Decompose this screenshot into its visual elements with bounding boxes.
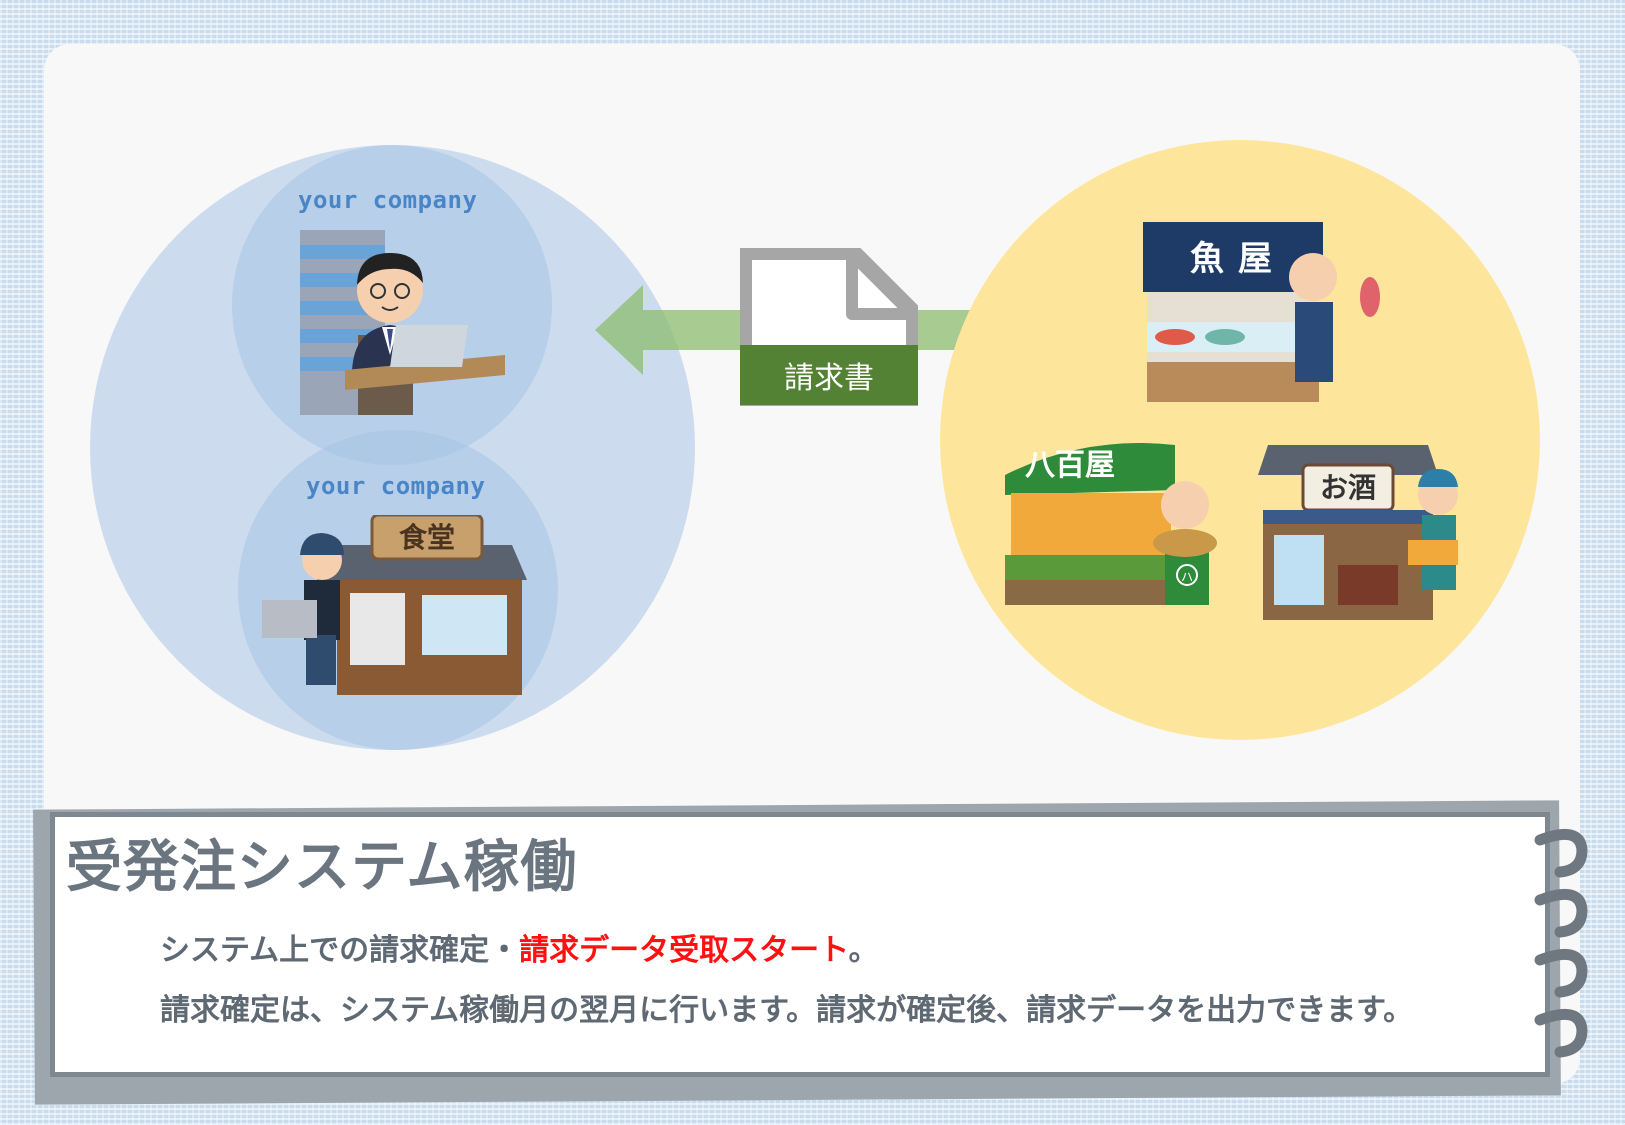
- card-line-2: 請求確定は、システム稼働月の翌月に行います。請求が確定後、請求データを出力できま…: [160, 993, 1414, 1028]
- liquor-shop-sign-text: お酒: [1320, 471, 1376, 504]
- vegetable-shop-illustration: 八百屋 ハ: [1005, 443, 1217, 605]
- invoice-label: 請求書: [740, 345, 918, 405]
- line1-prefix: システム上での請求確定・: [160, 933, 520, 968]
- restaurant-sign: 食堂: [399, 521, 455, 554]
- vegetable-shop-sign-text: 八百屋: [1025, 448, 1115, 483]
- company-label-top: your company: [298, 186, 478, 214]
- liquor-shop-illustration: お酒: [1258, 445, 1458, 620]
- company-label-bottom: your company: [306, 472, 486, 500]
- restaurant-illustration: 食堂: [262, 515, 527, 695]
- fish-shop-sign-text: 魚屋: [1190, 239, 1286, 279]
- binder-spiral-decoration: [1534, 828, 1588, 1058]
- line1-suffix: 。: [848, 933, 879, 968]
- apron-mark: ハ: [1181, 570, 1193, 584]
- info-card: [50, 812, 1550, 1077]
- card-title: 受発注システム稼働: [66, 835, 578, 900]
- fish-shop-illustration: 魚屋: [1143, 222, 1380, 402]
- office-worker-illustration: [300, 230, 505, 415]
- line1-highlight: 請求データ受取スタート: [519, 933, 849, 968]
- card-line-1: システム上での請求確定・請求データ受取スタート。: [160, 925, 879, 969]
